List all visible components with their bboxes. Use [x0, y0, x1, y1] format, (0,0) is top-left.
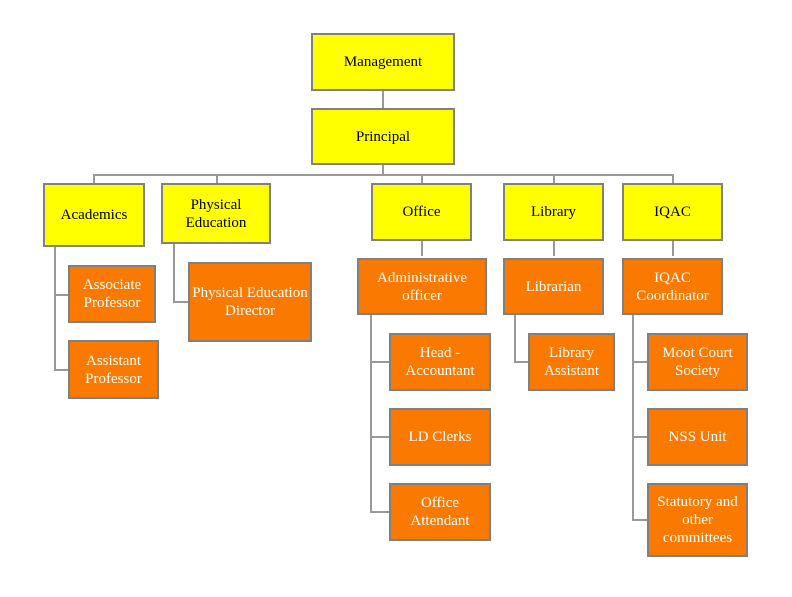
node-associate-professor: Associate Professor [68, 265, 156, 323]
connector [54, 369, 68, 371]
connector [370, 436, 390, 438]
node-librarian: Librarian [503, 258, 604, 315]
node-iqac: IQAC [622, 183, 723, 241]
connector [632, 314, 634, 520]
connector [632, 361, 648, 363]
connector [672, 174, 674, 184]
connector [421, 174, 423, 184]
connector [173, 301, 189, 303]
connector [173, 243, 175, 303]
node-library: Library [503, 183, 604, 241]
node-academics: Academics [43, 183, 145, 247]
connector [93, 174, 95, 184]
connector [216, 174, 218, 184]
connector [553, 240, 555, 256]
node-statutory-committees: Statutory and other committees [647, 483, 748, 557]
connector [553, 174, 555, 184]
node-administrative-officer: Administrative officer [357, 258, 487, 315]
connector [514, 314, 516, 362]
node-principal: Principal [311, 108, 455, 165]
connector [382, 164, 384, 174]
node-nss-unit: NSS Unit [647, 408, 748, 466]
connector [93, 174, 673, 176]
node-moot-court-society: Moot Court Society [647, 333, 748, 391]
connector [54, 246, 56, 370]
node-ld-clerks: LD Clerks [389, 408, 491, 466]
connector [514, 361, 530, 363]
connector [632, 519, 648, 521]
connector [370, 361, 390, 363]
connector [54, 294, 68, 296]
node-office-attendant: Office Attendant [389, 483, 491, 541]
connector [370, 511, 390, 513]
node-pe-director: Physical Education Director [188, 262, 312, 342]
node-assistant-professor: Assistant Professor [68, 340, 159, 399]
connector [632, 436, 648, 438]
node-management: Management [311, 33, 455, 91]
connector [421, 240, 423, 256]
connector [370, 314, 372, 512]
node-iqac-coordinator: IQAC Coordinator [622, 258, 723, 315]
connector [382, 90, 384, 110]
node-library-assistant: Library Assistant [528, 333, 615, 391]
node-office: Office [371, 183, 472, 241]
node-physical-education: Physical Education [161, 183, 271, 244]
node-head-accountant: Head - Accountant [389, 333, 491, 391]
connector [672, 240, 674, 256]
